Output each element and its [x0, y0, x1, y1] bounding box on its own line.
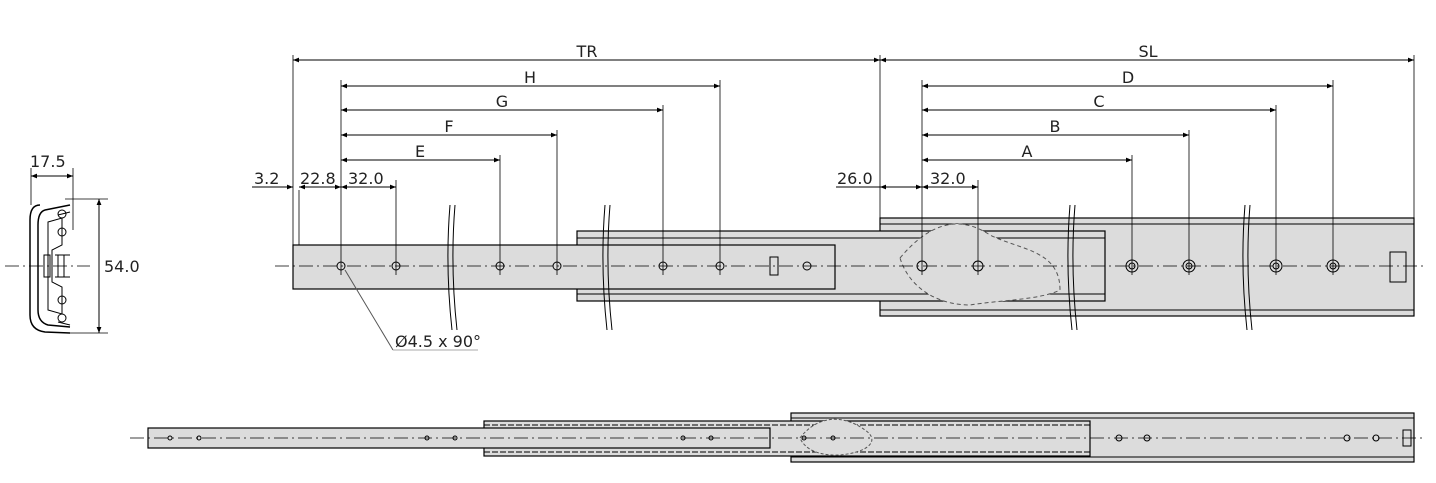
dim-26-0: 26.0 — [837, 169, 873, 188]
extended-view — [130, 412, 1425, 463]
dim-a: A — [1022, 142, 1033, 161]
profile-width-label: 17.5 — [30, 152, 66, 171]
profile-view: 17.5 54.0 — [5, 152, 140, 334]
dim-22-8: 22.8 — [300, 169, 336, 188]
dim-e: E — [415, 142, 425, 161]
dim-sl: SL — [1138, 42, 1157, 61]
dim-h: H — [524, 68, 536, 87]
dimension-lines: TR SL E F G H A B C D 3.2 22.8 32.0 26.0… — [252, 42, 1415, 351]
dim-f: F — [444, 117, 453, 136]
dim-d: D — [1122, 68, 1134, 87]
dim-tr: TR — [576, 42, 598, 61]
dim-32-0-inner: 32.0 — [348, 169, 384, 188]
inner-member — [292, 244, 836, 290]
top-view — [275, 204, 1425, 331]
dim-32-0-outer: 32.0 — [930, 169, 966, 188]
dim-3-2: 3.2 — [254, 169, 279, 188]
dim-g: G — [496, 92, 508, 111]
hole-callout: Ø4.5 x 90° — [395, 332, 481, 351]
dim-b: B — [1050, 117, 1061, 136]
dim-c: C — [1093, 92, 1104, 111]
profile-height-label: 54.0 — [104, 257, 140, 276]
